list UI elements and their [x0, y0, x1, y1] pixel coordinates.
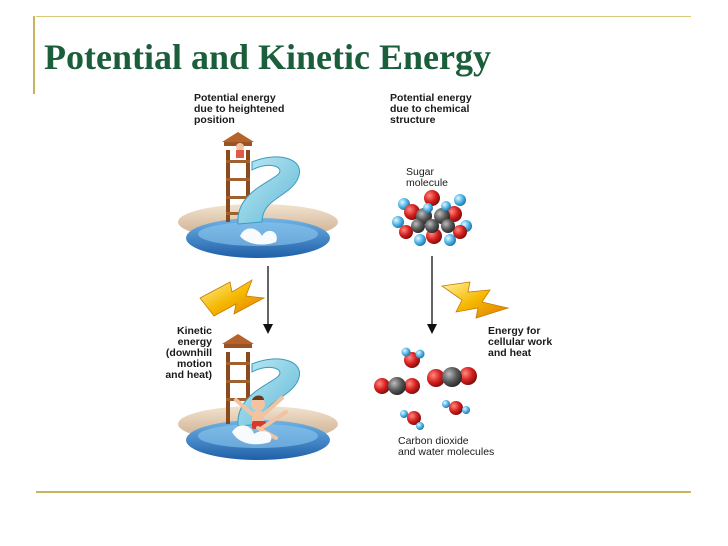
carbon-dioxide-molecule-icon [374, 377, 420, 395]
energy-flash-icon [440, 281, 510, 319]
water-slide-icon [178, 132, 338, 258]
label-kinetic-energy: Kinetic energy (downhill motion and heat… [165, 325, 212, 381]
carbon-dioxide-molecule-icon [427, 367, 477, 387]
down-arrow-icon [427, 256, 437, 334]
left-accent-rule [33, 16, 35, 94]
bottom-rule [36, 491, 691, 493]
water-molecule-icon [442, 400, 470, 415]
slide-title: Potential and Kinetic Energy [44, 37, 491, 77]
sugar-molecule-icon [392, 190, 472, 246]
down-arrow-icon [263, 266, 273, 334]
energy-flash-icon [199, 279, 266, 317]
top-rule [36, 16, 691, 17]
label-sugar-molecule: Sugar molecule [406, 166, 449, 189]
water-molecule-icon [401, 347, 425, 368]
label-potential-chemical: Potential energy due to chemical structu… [390, 92, 472, 126]
label-products: Carbon dioxide and water molecules [398, 435, 495, 458]
water-molecule-icon [400, 410, 424, 430]
label-cellular-energy: Energy for cellular work and heat [488, 325, 553, 359]
label-potential-position: Potential energy due to heightened posit… [194, 92, 285, 126]
person-on-slide-icon [178, 334, 338, 460]
